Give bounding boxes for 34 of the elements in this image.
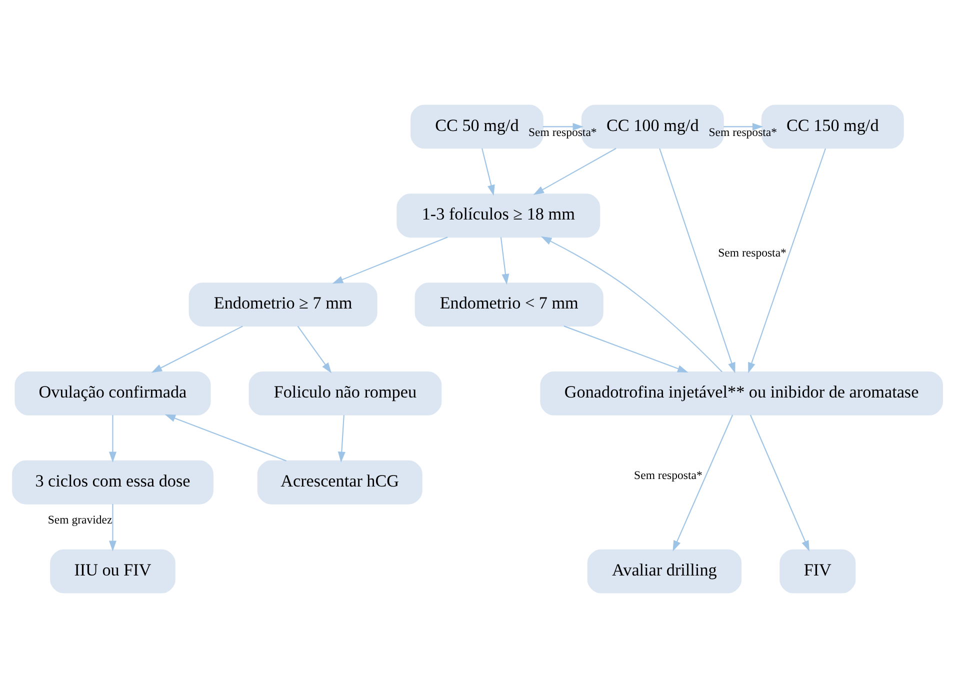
arrow bbox=[338, 415, 346, 462]
arrow bbox=[564, 326, 688, 372]
node-box: FIV bbox=[780, 549, 856, 594]
node-box: Ovulação confirmada bbox=[14, 372, 211, 416]
arrow bbox=[332, 236, 448, 284]
arrow bbox=[542, 122, 584, 130]
node-box: Endometrio < 7 mm bbox=[414, 282, 604, 326]
arrow bbox=[151, 326, 243, 373]
node-box: Gonadotrofina injetável** ou inibidor de aromatase bbox=[540, 372, 943, 416]
arrow bbox=[164, 414, 286, 462]
arrow bbox=[659, 148, 736, 374]
arrow bbox=[108, 415, 116, 462]
node-box: Avaliar drilling bbox=[587, 549, 742, 594]
edge-label: Sem resposta* bbox=[634, 468, 702, 482]
arrow bbox=[482, 148, 495, 196]
arrow bbox=[724, 122, 764, 130]
arrow bbox=[672, 414, 734, 552]
node-box: 3 ciclos com essa dose bbox=[12, 460, 214, 504]
node-box: Acrescentar hCG bbox=[257, 460, 422, 504]
node-box: IIU ou FIV bbox=[50, 549, 176, 594]
arrow bbox=[297, 326, 332, 374]
arrow bbox=[533, 148, 616, 195]
arrow bbox=[540, 236, 722, 372]
arrow bbox=[500, 237, 510, 285]
edge-label: Sem gravidez bbox=[48, 514, 112, 527]
edge-label: Sem resposta* bbox=[528, 126, 597, 140]
node-box: Endometrio ≥ 7 mm bbox=[188, 282, 378, 326]
arrow bbox=[108, 504, 116, 552]
node-box: 1-3 folículos ≥ 18 mm bbox=[396, 194, 600, 238]
arrow bbox=[750, 414, 810, 552]
arrow bbox=[748, 148, 826, 374]
edge-label: Sem resposta* bbox=[708, 126, 778, 140]
edge-label: Sem resposta* bbox=[718, 246, 786, 260]
node-box: Foliculo não rompeu bbox=[248, 372, 442, 416]
